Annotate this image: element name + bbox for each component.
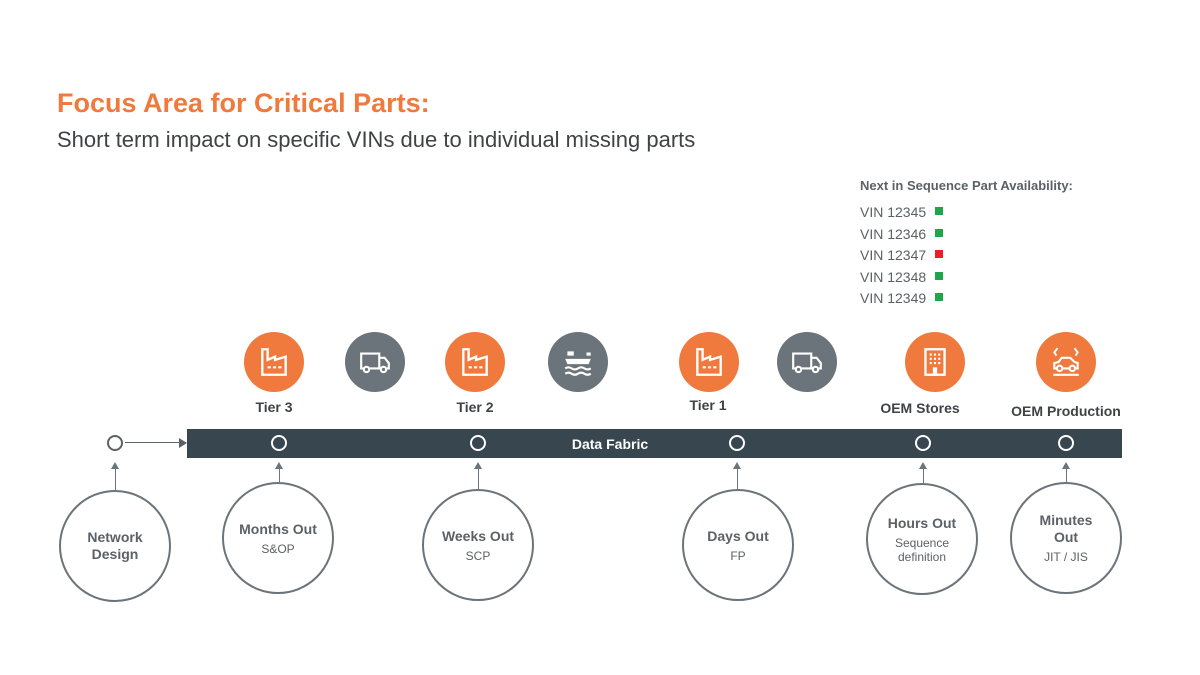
arrow-line [115, 468, 116, 490]
page-subtitle: Short term impact on specific VINs due t… [57, 127, 696, 152]
data-fabric-label: Data Fabric [571, 436, 649, 452]
legend-item: VIN 12347 [860, 247, 944, 263]
arrow-head-icon [275, 462, 283, 469]
status-indicator-available [935, 228, 944, 237]
label-tier3: Tier 3 [255, 399, 293, 415]
status-indicator-available [935, 293, 944, 301]
arrow-line [1066, 468, 1067, 482]
arrow-line [737, 468, 738, 489]
data-fabric-bar [187, 429, 1122, 458]
arrow-head-icon [733, 462, 741, 469]
horizon-title: Network Design [87, 529, 143, 562]
truck-icon [345, 332, 405, 392]
horizon-title: Months Out [239, 520, 317, 537]
arrow-line [125, 442, 181, 443]
status-indicator-available [935, 207, 944, 215]
tier2-factory-icon [445, 332, 505, 392]
timeline-node [107, 435, 123, 451]
arrow-line [279, 468, 280, 482]
label-tier1: Tier 1 [689, 397, 727, 413]
legend-item: VIN 12349 [860, 290, 944, 306]
timeline-node [1058, 435, 1074, 451]
horizon-circle: Network Design [59, 490, 171, 602]
arrow-head-icon [111, 462, 119, 469]
status-indicator-available [935, 271, 944, 280]
arrow-head-icon [474, 462, 482, 469]
oem-production-car-icon [1036, 332, 1096, 392]
timeline-node [915, 435, 931, 451]
legend-item: VIN 12348 [860, 268, 944, 285]
vin-label: VIN 12347 [860, 247, 927, 263]
legend-header: Next in Sequence Part Availability: [860, 178, 1073, 193]
label-tier2: Tier 2 [456, 399, 494, 415]
legend-item: VIN 12345 [860, 204, 944, 220]
horizon-title: Minutes Out [1039, 512, 1093, 545]
arrow-line [478, 468, 479, 489]
horizon-title: Weeks Out [441, 527, 515, 544]
horizon-title: Days Out [707, 527, 769, 544]
vin-label: VIN 12348 [860, 268, 927, 285]
vin-label: VIN 12349 [860, 290, 927, 306]
arrow-line [923, 468, 924, 483]
page-title: Focus Area for Critical Parts: [57, 88, 430, 118]
horizon-subtitle: FP [730, 548, 746, 563]
horizon-subtitle: S&OP [261, 541, 295, 556]
label-oem-production: OEM Production [1011, 403, 1121, 419]
horizon-title: Hours Out [887, 514, 957, 531]
timeline-node [729, 435, 745, 451]
horizon-subtitle: Sequence definition [894, 535, 950, 564]
tier1-factory-icon [679, 332, 739, 392]
arrow-head-icon [1062, 462, 1070, 469]
tier3-factory-icon [244, 332, 304, 392]
ship-icon [548, 332, 608, 392]
vin-label: VIN 12346 [860, 225, 927, 242]
horizon-subtitle: JIT / JIS [1044, 550, 1088, 564]
timeline-node [271, 435, 287, 451]
label-oem-stores: OEM Stores [880, 400, 960, 416]
vin-label: VIN 12345 [860, 204, 927, 220]
status-indicator-missing [935, 250, 944, 258]
timeline-node [470, 435, 486, 451]
horizon-subtitle: SCP [465, 548, 491, 563]
arrow-head-icon [919, 462, 927, 469]
truck-icon [777, 332, 837, 392]
oem-stores-building-icon [905, 332, 965, 392]
arrow-head-icon [179, 438, 187, 448]
legend-item: VIN 12346 [860, 225, 944, 242]
